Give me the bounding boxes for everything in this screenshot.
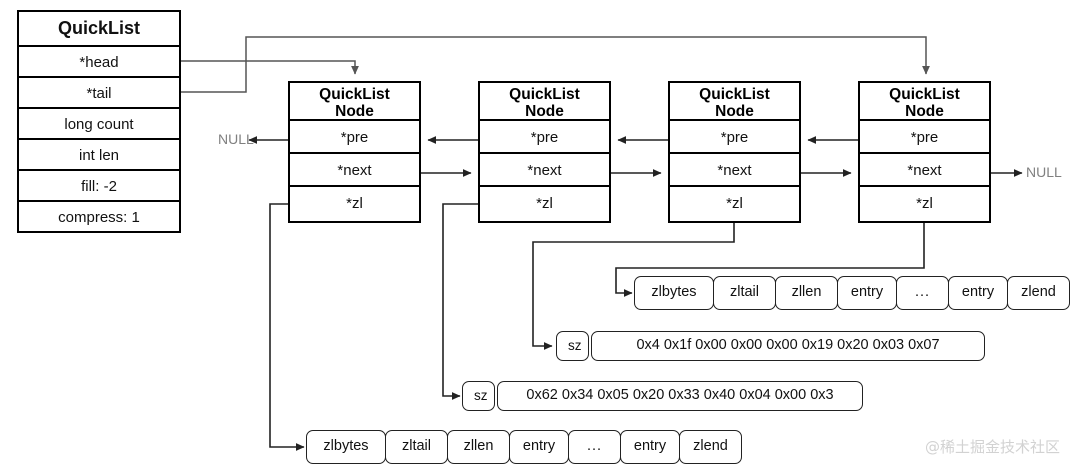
- ziplist-1-cell-zltail: zltail: [713, 276, 776, 310]
- quicklist-title: QuickList: [57, 18, 141, 38]
- node-4-title: QuickList Node: [860, 83, 989, 121]
- node-4-zl: *zl: [916, 195, 933, 212]
- node-4-pre: *pre: [860, 121, 989, 154]
- node-2-title-line2: Node: [525, 103, 564, 120]
- quicklist-node-1: QuickList Node *pre *next *zl: [288, 81, 421, 223]
- node-4-title-line1: QuickList: [889, 86, 960, 103]
- ziplist-1-cell-entry-2: entry: [948, 276, 1008, 310]
- ziplist-2-cell-zllen: zllen: [447, 430, 510, 464]
- ziplist-2: zlbytes zltail zllen entry ... entry zle…: [306, 430, 742, 464]
- quicklist-node-3: QuickList Node *pre *next *zl: [668, 81, 801, 223]
- ziplist-2-cell-entry-1: entry: [509, 430, 569, 464]
- ziplist-2-cell-zlbytes: zlbytes: [306, 430, 386, 464]
- compressed-node-1: sz 0x4 0x1f 0x00 0x00 0x00 0x19 0x20 0x0…: [556, 331, 985, 361]
- ziplist-2-cell-ellipsis: ...: [568, 430, 621, 464]
- wire-node2-zl-compressed2: [442, 203, 478, 400]
- node-3-title-line2: Node: [715, 103, 754, 120]
- compressed-node-2: sz 0x62 0x34 0x05 0x20 0x33 0x40 0x04 0x…: [462, 381, 863, 411]
- watermark: @稀土掘金技术社区: [924, 438, 1060, 456]
- node-1-title-line1: QuickList: [319, 86, 390, 103]
- node-2-title: QuickList Node: [480, 83, 609, 121]
- quicklist-node-2: QuickList Node *pre *next *zl: [478, 81, 611, 223]
- node-2-title-line1: QuickList: [509, 86, 580, 103]
- ziplist-1-cell-zlbytes: zlbytes: [634, 276, 714, 310]
- compressed-node-2-bytes: 0x62 0x34 0x05 0x20 0x33 0x40 0x04 0x00 …: [497, 381, 863, 411]
- ziplist-1-cell-entry-1: entry: [837, 276, 897, 310]
- quicklist-field-count: long count: [19, 107, 179, 138]
- node-3-zl: *zl: [726, 195, 743, 212]
- ziplist-2-cell-entry-2: entry: [620, 430, 680, 464]
- node-3-pre: *pre: [670, 121, 799, 154]
- ziplist-1-cell-zlend: zlend: [1007, 276, 1070, 310]
- node-3-next: *next: [670, 154, 799, 187]
- node-1-pre: *pre: [290, 121, 419, 154]
- null-label-left: NULL: [218, 131, 254, 147]
- ziplist-1: zlbytes zltail zllen entry ... entry zle…: [634, 276, 1070, 310]
- quicklist-node-4: QuickList Node *pre *next *zl: [858, 81, 991, 223]
- null-label-right: NULL: [1026, 164, 1062, 180]
- node-3-title: QuickList Node: [670, 83, 799, 121]
- quicklist-field-tail: *tail: [19, 76, 179, 107]
- node-2-zl: *zl: [536, 195, 553, 212]
- ziplist-2-cell-zltail: zltail: [385, 430, 448, 464]
- node-2-next: *next: [480, 154, 609, 187]
- wire-head-to-node1: [181, 60, 359, 75]
- compressed-node-1-sz-label: sz: [556, 331, 589, 361]
- quicklist-struct: QuickList *head *tail long count int len…: [17, 10, 181, 233]
- quicklist-field-len: int len: [19, 138, 179, 169]
- compressed-node-1-bytes: 0x4 0x1f 0x00 0x00 0x00 0x19 0x20 0x03 0…: [591, 331, 985, 361]
- ziplist-1-cell-zllen: zllen: [775, 276, 838, 310]
- quicklist-field-fill: fill: -2: [19, 169, 179, 200]
- wire-node1-zl-ziplist2: [269, 203, 305, 451]
- quicklist-field-compress: compress: 1: [19, 200, 179, 231]
- node-3-title-line1: QuickList: [699, 86, 770, 103]
- node-1-next: *next: [290, 154, 419, 187]
- node-1-zl: *zl: [346, 195, 363, 212]
- compressed-node-2-sz-label: sz: [462, 381, 495, 411]
- node-4-title-line2: Node: [905, 103, 944, 120]
- quicklist-field-head: *head: [19, 45, 179, 76]
- node-1-title-line2: Node: [335, 103, 374, 120]
- node-4-next: *next: [860, 154, 989, 187]
- node-2-pre: *pre: [480, 121, 609, 154]
- node-1-title: QuickList Node: [290, 83, 419, 121]
- ziplist-1-cell-ellipsis: ...: [896, 276, 949, 310]
- ziplist-2-cell-zlend: zlend: [679, 430, 742, 464]
